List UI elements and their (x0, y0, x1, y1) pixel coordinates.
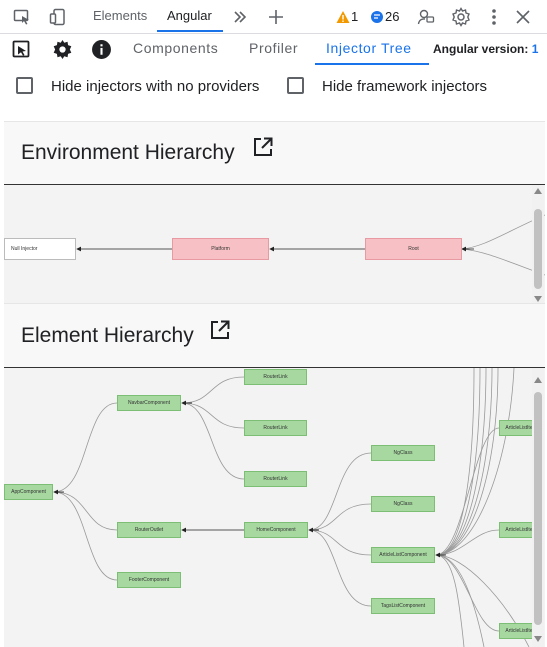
root-node[interactable]: Root (365, 238, 462, 260)
angular-version: Angular version: 1 (433, 42, 538, 56)
environment-scrollbar[interactable] (532, 185, 544, 304)
element-scroll-thumb[interactable] (534, 392, 542, 625)
router-outlet-node[interactable]: RouterOutlet (117, 522, 181, 538)
hide-no-providers-checkbox[interactable] (16, 77, 33, 94)
more-options-icon[interactable] (483, 6, 505, 28)
router-link-node[interactable]: RouterLink (244, 369, 307, 385)
footer-component-node[interactable]: FooterComponent (117, 572, 181, 588)
tab-injector-tree[interactable]: Injector Tree (326, 40, 412, 56)
scroll-up-icon[interactable] (534, 377, 542, 383)
scroll-up-icon[interactable] (534, 188, 542, 194)
open-external-icon[interactable] (210, 320, 230, 345)
navbar-component-node[interactable]: NavbarComponent (117, 395, 181, 411)
environment-hierarchy-header: Environment Hierarchy (4, 121, 545, 185)
settings-gear-icon[interactable] (52, 39, 73, 65)
app-component-node[interactable]: AppComponent (4, 484, 53, 500)
environment-graph-edges (76, 214, 545, 276)
message-icon[interactable] (366, 6, 388, 28)
open-external-icon[interactable] (253, 137, 273, 162)
null-injector-node[interactable]: Null Injector (4, 238, 76, 260)
tab-angular[interactable]: Angular (167, 8, 212, 23)
tab-elements[interactable]: Elements (93, 8, 148, 23)
customize-icon[interactable] (415, 6, 437, 28)
environment-hierarchy-title: Environment Hierarchy (21, 141, 235, 164)
hide-framework-checkbox[interactable] (287, 77, 304, 94)
element-graph: RouterLink NavbarComponent RouterLink Ro… (4, 367, 545, 647)
warning-icon[interactable] (332, 6, 354, 28)
inspect-element-icon[interactable] (11, 6, 33, 28)
angular-version-label: Angular version: (433, 42, 529, 56)
scroll-down-icon[interactable] (534, 636, 542, 642)
environment-graph: Null Injector Platform Root (4, 184, 545, 304)
home-component-node[interactable]: HomeComponent (244, 522, 308, 538)
angular-version-value: 1 (531, 42, 539, 56)
hide-framework-label[interactable]: Hide framework injectors (322, 78, 488, 95)
tab-profiler[interactable]: Profiler (249, 40, 299, 56)
router-link-node[interactable]: RouterLink (244, 420, 307, 436)
platform-node[interactable]: Platform (172, 238, 269, 260)
angular-toolbar: Components Profiler Injector Tree Angula… (0, 34, 547, 66)
ngclass-node[interactable]: NgClass (371, 496, 435, 512)
active-tab-indicator (315, 63, 429, 65)
scroll-down-icon[interactable] (534, 296, 542, 302)
router-link-node[interactable]: RouterLink (244, 471, 307, 487)
warning-count[interactable]: 1 (351, 9, 359, 24)
more-tabs-icon[interactable] (229, 6, 251, 28)
element-hierarchy-title: Element Hierarchy (21, 324, 194, 347)
add-tab-icon[interactable] (265, 6, 287, 28)
active-tab-indicator (157, 30, 223, 32)
element-hierarchy-header: Element Hierarchy (4, 303, 545, 368)
element-scrollbar[interactable] (532, 368, 544, 647)
article-list-item-node[interactable]: ArticleListIte (499, 623, 539, 639)
devtools-toolbar: Elements Angular 1 26 (0, 0, 547, 34)
tags-list-component-node[interactable]: TagsListComponent (371, 598, 435, 614)
ngclass-node[interactable]: NgClass (371, 445, 435, 461)
device-toolbar-icon[interactable] (47, 6, 69, 28)
close-icon[interactable] (512, 6, 534, 28)
settings-gear-icon[interactable] (450, 6, 472, 28)
info-icon[interactable] (91, 39, 112, 65)
message-count[interactable]: 26 (385, 9, 400, 24)
hide-no-providers-label[interactable]: Hide injectors with no providers (51, 78, 260, 95)
element-graph-edges (53, 368, 530, 647)
article-list-component-node[interactable]: ArticleListComponent (371, 547, 435, 563)
inspect-component-icon[interactable] (12, 40, 32, 65)
tab-components[interactable]: Components (133, 40, 219, 56)
environment-scroll-thumb[interactable] (534, 209, 542, 289)
